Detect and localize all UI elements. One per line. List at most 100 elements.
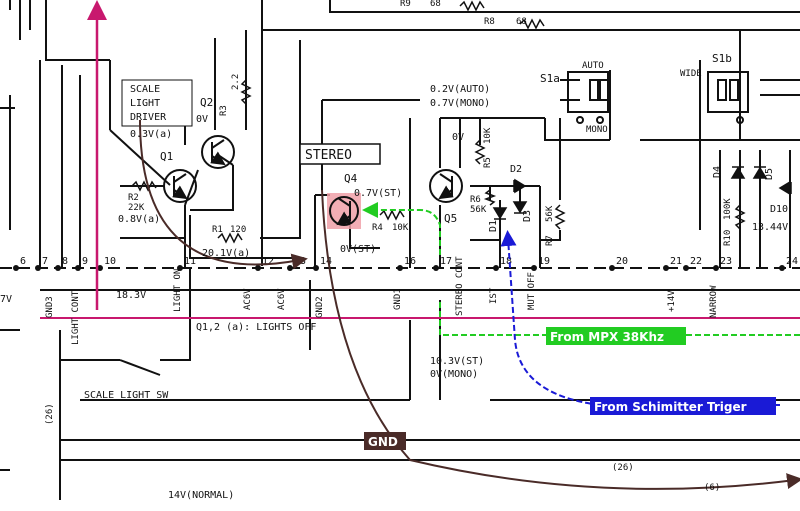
r3-label: R3	[219, 105, 229, 116]
connector-pin-dot	[531, 265, 537, 271]
diode-d2	[514, 178, 527, 194]
gnd-label: GND	[368, 435, 398, 449]
connector-pin-dot	[97, 265, 103, 271]
scale-label-3: DRIVER	[130, 112, 167, 123]
r4-label: R4	[372, 223, 383, 233]
r10-value: 100K	[723, 198, 733, 220]
pin-label-mut-off: MUT OFF	[527, 272, 537, 310]
connector-pin-number: 18	[500, 256, 512, 267]
q5-voltage-mono: 0.7V(MONO)	[430, 98, 490, 109]
r2-value: 22K	[128, 203, 145, 213]
q1-gnd-path	[139, 119, 308, 270]
s1b-label: S1b	[712, 52, 732, 65]
q1-label: Q1	[160, 150, 173, 163]
r10-label: R10	[723, 230, 733, 246]
green-signal-path	[370, 210, 800, 336]
transistor-q4	[329, 196, 359, 226]
diode-d5	[752, 166, 768, 179]
connector-pin-dot	[779, 265, 785, 271]
stereo-voltage-mono: 0V(MONO)	[430, 369, 478, 380]
connector-pin-dot	[683, 265, 689, 271]
q5-base-voltage: 0V	[452, 132, 464, 143]
r9-label: R9	[400, 0, 411, 9]
from-mpx-label: From MPX 38Khz	[550, 330, 664, 344]
diode-d3	[512, 201, 528, 214]
q4-label: Q4	[344, 172, 358, 185]
connector-pin-number: 11	[184, 256, 196, 267]
connector-pin-dot	[255, 265, 261, 271]
gnd-path	[321, 189, 800, 490]
auto-label: AUTO	[582, 61, 604, 71]
pin-label-narrow: NARROW	[709, 285, 719, 318]
r3-value: 2.2	[231, 74, 241, 90]
r5-value: 10K	[483, 127, 493, 144]
connector-pin-number: 23	[720, 256, 732, 267]
connector-pin-number: 16	[404, 256, 416, 267]
resistor-r5	[474, 139, 486, 165]
connector-pin-number: 24	[786, 256, 798, 267]
gnd-label-bg	[364, 432, 406, 450]
d4-label: D4	[712, 166, 723, 178]
resistor-r1	[217, 232, 243, 244]
wire-26-bottom: (26)	[612, 463, 634, 473]
switch-s1a	[567, 71, 609, 113]
r2-label: R2	[128, 193, 139, 203]
connector-pin-dot	[55, 265, 61, 271]
resistor-r4	[379, 209, 405, 221]
connector-pin-dot	[609, 265, 615, 271]
q2-label: Q2	[200, 96, 213, 109]
switches	[119, 71, 749, 376]
r9-value: 68	[430, 0, 441, 9]
connector-pin-number: 9	[82, 256, 88, 267]
q2-voltage: 0V	[196, 114, 208, 125]
resistor-r9	[459, 0, 485, 12]
transistor-q5	[429, 169, 463, 203]
connector-pin-dot	[13, 265, 19, 271]
r8-label: R8	[484, 17, 495, 27]
connector-pin-dot	[397, 265, 403, 271]
diode-d1	[492, 207, 508, 220]
wiring	[0, 0, 800, 500]
resistor-r3	[240, 79, 252, 105]
stereo-label: STEREO	[305, 148, 352, 163]
stereo-box	[299, 143, 381, 165]
connector-pin-number: 22	[690, 256, 702, 267]
transistors	[163, 135, 463, 203]
scale-label-1: SCALE	[130, 84, 160, 95]
pin-label-ac6v-a: AC6V	[243, 288, 253, 310]
connector-pin-dot	[35, 265, 41, 271]
connector-pin-dot	[433, 265, 439, 271]
wide-label: WIDE	[680, 69, 702, 79]
from-schmitt-label: From Schimitter Triger	[594, 400, 747, 414]
d5-label: D5	[764, 168, 775, 180]
resistor-r6	[483, 189, 497, 206]
diode-d10	[778, 180, 791, 196]
d1-label: D1	[488, 220, 499, 232]
connector-pin-dot	[713, 265, 719, 271]
r6-label: R6	[470, 195, 481, 205]
pin-label-plus14v: +14V	[667, 290, 677, 312]
scale-label-2: LIGHT	[130, 98, 160, 109]
q4-voltage: 0.7V(ST)	[354, 188, 402, 199]
d10-label: D10	[770, 204, 788, 215]
connector-pin-number: 12	[262, 256, 274, 267]
connector-pin-dot	[313, 265, 319, 271]
transistor-q1	[163, 169, 197, 203]
connector-pin-number: 7	[42, 256, 48, 267]
pin-label-light-cont: LIGHT CONT	[71, 290, 81, 345]
connector-pin-dot	[177, 265, 183, 271]
r2-voltage: 0.8V(a)	[118, 214, 160, 225]
q1-voltage: 0.3V(a)	[130, 129, 172, 140]
pin-label-gnd1: GND1	[393, 288, 403, 310]
d2-label: D2	[510, 164, 522, 175]
r4-value: 10K	[392, 223, 409, 233]
scale-light-sw-label: SCALE LIGHT SW	[84, 390, 169, 401]
blue-signal-path	[500, 230, 780, 406]
q5-label: Q5	[444, 212, 457, 225]
from-schmitt-label-bg	[590, 397, 776, 415]
r6-value: 56K	[470, 205, 487, 215]
connector-pin-number: 8	[62, 256, 68, 267]
